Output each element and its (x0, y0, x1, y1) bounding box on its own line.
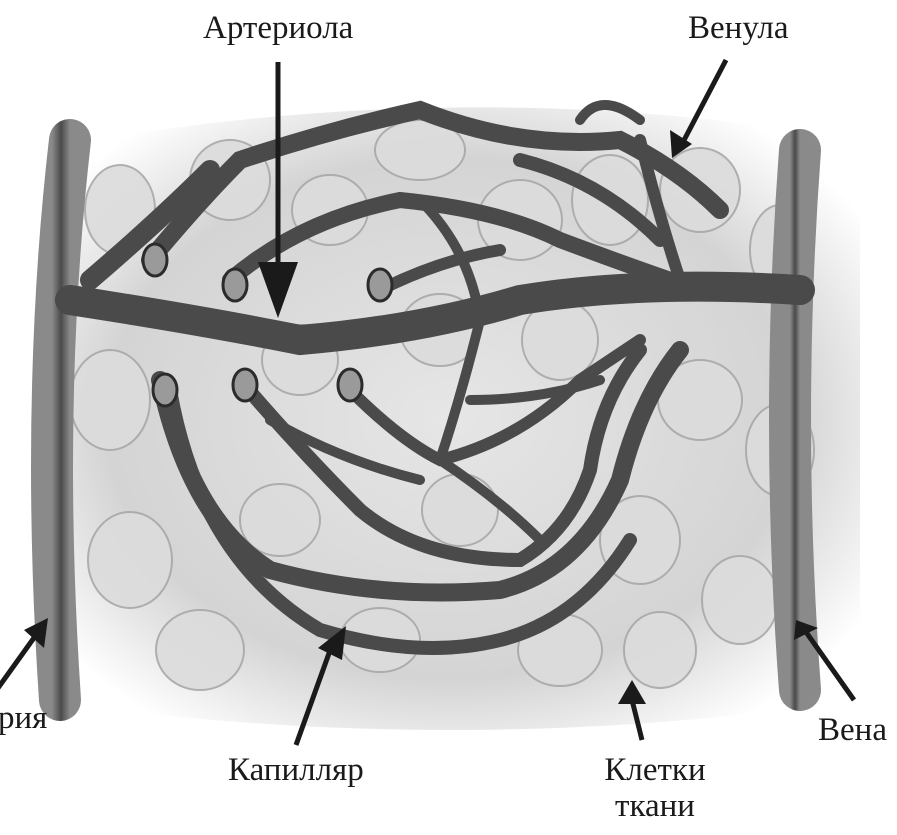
tissue-cells-label: Клетки ткани (600, 752, 710, 825)
vein-vessel (790, 150, 800, 690)
vein-label: Вена (818, 712, 887, 748)
artery-label: рия (0, 700, 47, 736)
tissue-cells-label-line2: ткани (600, 788, 710, 824)
capillary-label: Капилляр (228, 752, 364, 788)
arteriole-label: Артериола (203, 10, 353, 46)
venule-label: Венула (688, 10, 788, 46)
tissue-cells-label-line1: Клетки (600, 752, 710, 788)
artery-vessel (52, 140, 70, 700)
